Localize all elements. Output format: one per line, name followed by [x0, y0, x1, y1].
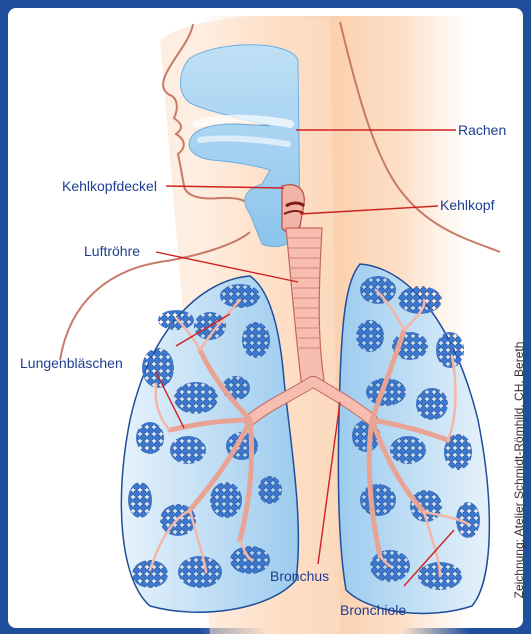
label-lungenblaeschen: Lungenbläschen: [20, 355, 123, 371]
label-bronchiole: Bronchiole: [340, 602, 406, 618]
label-bronchus: Bronchus: [270, 568, 329, 584]
label-kehlkopf: Kehlkopf: [440, 197, 494, 213]
illustration-credit: Zeichnung: Atelier Schmidt-Römhild, CH. …: [512, 342, 526, 599]
label-rachen: Rachen: [458, 122, 506, 138]
label-luftroehre: Luftröhre: [84, 243, 140, 259]
label-kehlkopfdeckel: Kehlkopfdeckel: [62, 178, 157, 194]
